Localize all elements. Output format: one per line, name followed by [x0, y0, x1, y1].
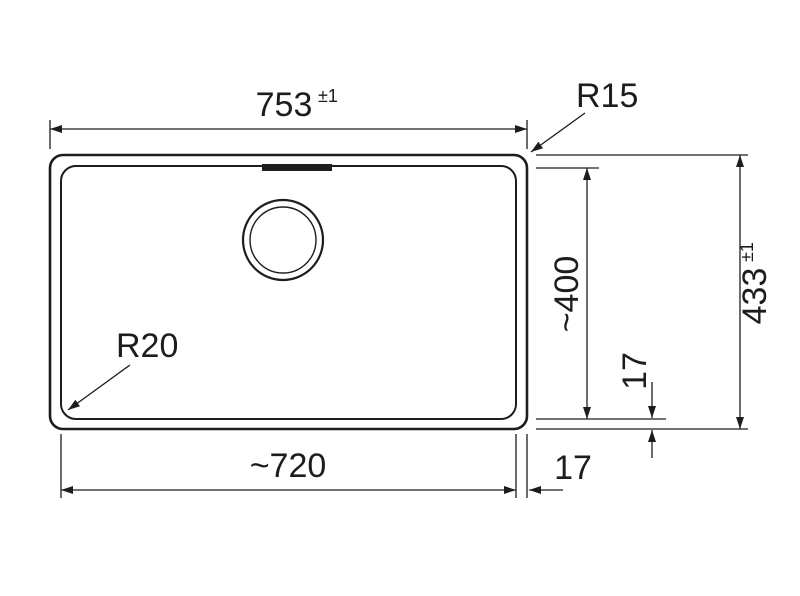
dimension-lines	[50, 125, 744, 494]
bowl-height-label: ~400	[548, 256, 586, 333]
overall-width-tolerance: ±1	[318, 86, 338, 106]
overall-width-label: 753	[256, 86, 313, 124]
gap-right-label: 17	[616, 352, 654, 390]
sink-bowl-edge	[60, 165, 517, 420]
overall-height-label: 433	[736, 268, 774, 325]
overall-height-tolerance: ±1	[737, 242, 757, 262]
drain-circle-inner	[249, 206, 317, 274]
gap-bottom-label: 17	[554, 449, 592, 487]
overall-height-label-group: 433 ±1	[736, 242, 774, 324]
extension-lines	[49, 120, 748, 498]
drain-circle-outer	[241, 198, 325, 282]
radius-outer-label: R15	[576, 77, 638, 115]
bowl-height-label-group: ~400	[548, 256, 586, 333]
radius-bowl-label: R20	[116, 327, 178, 365]
overflow-slot	[262, 164, 332, 171]
gap-right-label-group: 17	[616, 352, 654, 390]
bowl-width-label: ~720	[250, 447, 327, 485]
sink-outer-edge	[48, 153, 529, 431]
radius-bowl-leader	[67, 364, 131, 411]
radius-outer-leader	[530, 112, 586, 153]
